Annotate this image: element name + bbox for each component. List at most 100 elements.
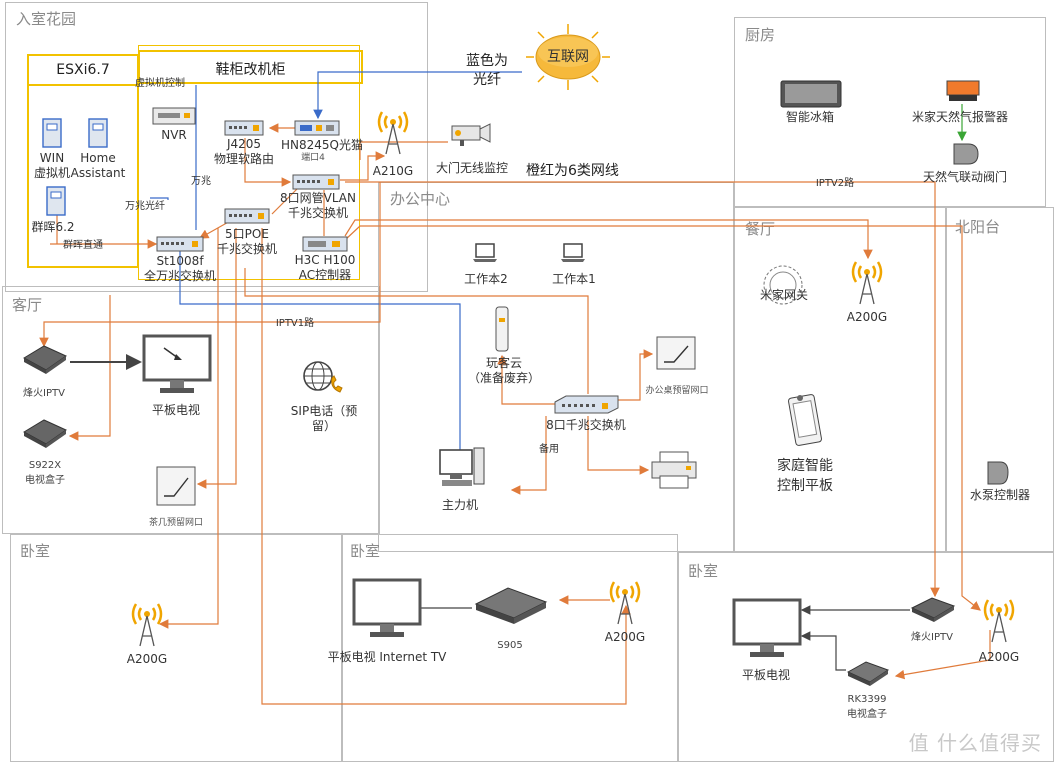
workstation2-label: 工作本2 xyxy=(464,272,508,286)
iptv-box-living-icon xyxy=(22,344,68,374)
workstation1-label: 工作本1 xyxy=(552,272,596,286)
a210g-label: A210G xyxy=(372,164,414,178)
bedroom-right-tv-label: 平板电视 xyxy=(741,668,790,682)
cat6-poe-bedroom-mid-ap xyxy=(261,228,631,705)
cabinet-title-box xyxy=(138,50,363,84)
cat6-note: 橙红为6类网线 xyxy=(526,163,619,179)
room-bedroom-mid-label: 卧室 xyxy=(350,542,381,560)
st1008f-icon xyxy=(156,236,204,252)
onu-icon xyxy=(294,120,340,136)
room-bedroom-right xyxy=(678,552,1054,762)
cat6-switch8-bedroom-right-ap xyxy=(344,225,981,611)
bedroom-right-ap-icon xyxy=(982,594,1016,644)
win-vm-icon xyxy=(42,118,62,148)
bedroom-mid-tv-label: 平板电视 Internet TV xyxy=(327,650,447,664)
s905-icon xyxy=(474,586,548,626)
door-camera-label: 大门无线监控 xyxy=(435,161,508,175)
internet-icon xyxy=(526,24,610,90)
workstation2-icon xyxy=(472,242,498,264)
camera-icon xyxy=(448,120,492,148)
main-pc-label: 主力机 xyxy=(441,498,478,512)
j4205-icon xyxy=(224,120,264,136)
win-vm-label: WIN 虚拟机 xyxy=(33,151,70,180)
living-tv-icon xyxy=(142,334,212,396)
cat6-office-switch xyxy=(244,268,589,394)
internet-cloud xyxy=(522,22,614,92)
cat6-switch8-poe xyxy=(271,187,299,215)
nvr-label: NVR xyxy=(161,128,187,142)
living-tv-label: 平板电视 xyxy=(151,403,200,417)
rk3399-icon xyxy=(846,660,890,686)
room-kitchen-label: 厨房 xyxy=(745,26,776,44)
fridge-label: 智能冰箱 xyxy=(785,110,834,124)
bedroom-mid-tv-icon xyxy=(352,578,422,640)
cat6-office-switch-backup xyxy=(510,416,547,495)
cabinet-box xyxy=(138,45,360,280)
bedroom-right-iptv-label: 烽火IPTV xyxy=(911,632,953,643)
room-bedroom-right-label: 卧室 xyxy=(688,562,719,580)
wankeyun-icon xyxy=(494,306,510,352)
sip-phone-icon xyxy=(302,360,344,394)
iptv2-label: IPTV2路 xyxy=(815,178,855,189)
room-north-balcony xyxy=(946,207,1054,552)
tablet-panel-icon xyxy=(786,392,826,448)
s905-label: S905 xyxy=(497,640,523,651)
sip-phone-label: SIP电话（预 留） xyxy=(290,404,358,433)
room-kitchen xyxy=(734,17,1046,207)
pump-controller-label: 水泵控制器 xyxy=(969,488,1030,502)
mi-gateway-icon xyxy=(762,264,804,306)
synology-icon xyxy=(46,186,66,216)
bedroom-right-tv-icon xyxy=(732,598,802,660)
bedroom-left-ap-icon xyxy=(130,598,164,648)
switch-8-vlan-label: 8口网管VLAN 千兆交换机 xyxy=(280,191,356,220)
ac-controller-label: H3C H100 AC控制器 xyxy=(294,253,356,282)
dining-ap-icon xyxy=(850,256,884,306)
j4205-label: J4205 物理软路由 xyxy=(213,137,274,166)
fridge-icon xyxy=(780,80,842,108)
cat6-iptv1 xyxy=(39,182,381,348)
room-garden-label: 入室花园 xyxy=(16,10,77,28)
room-north-balcony-label: 北阳台 xyxy=(955,218,1001,236)
cat6-s922x xyxy=(68,295,111,441)
hdmi-rk3399-tv xyxy=(800,631,846,671)
cat6-iptv2 xyxy=(345,181,940,598)
dining-ap-label: A200G xyxy=(846,310,888,324)
room-garden xyxy=(5,2,428,292)
printer-icon xyxy=(650,450,698,490)
poe-switch-label: 5口POE 千兆交换机 xyxy=(216,227,277,256)
bedroom-right-iptv-icon xyxy=(910,596,956,622)
synology-direct-label: 群晖直通 xyxy=(63,240,103,251)
room-living-label: 客厅 xyxy=(12,296,43,314)
cabinet-title: 鞋柜改机柜 xyxy=(215,62,286,78)
workstation1-icon xyxy=(560,242,586,264)
fiber-internet-onu xyxy=(313,71,522,120)
office-port-label: 办公桌预留网口 xyxy=(645,386,709,396)
cat6-j4205-switch8 xyxy=(244,138,292,187)
a210g-icon xyxy=(376,106,410,156)
wanzhao-label: 万兆 xyxy=(191,176,211,187)
mi-gateway-label: 米家网关 xyxy=(759,288,808,302)
ac-controller-icon xyxy=(302,236,348,252)
office-port-icon xyxy=(656,336,696,370)
switch-8-vlan-icon xyxy=(292,174,340,190)
bedroom-mid-ap-icon xyxy=(608,576,642,626)
gas-valve-icon xyxy=(952,140,980,168)
cat6-switch8-a210g xyxy=(340,151,386,181)
cat6-bedroom-right-rk3399 xyxy=(894,630,991,680)
coffee-port-icon xyxy=(156,466,196,506)
esxi-title: ESXi6.7 xyxy=(56,62,110,78)
poe-switch-icon xyxy=(224,208,270,224)
room-bedroom-left xyxy=(10,534,342,762)
cat6-door-camera xyxy=(359,141,448,160)
room-office-label: 办公中心 xyxy=(390,190,451,208)
bedroom-mid-ap-label: A200G xyxy=(604,630,646,644)
s922x-icon xyxy=(22,418,68,448)
cat6-office-switch-desk xyxy=(618,349,654,401)
internet-label: 互联网 xyxy=(547,49,589,65)
home-assistant-icon xyxy=(88,118,108,148)
room-dining-label: 餐厅 xyxy=(745,220,776,238)
wanzhao-fiber-label: 万兆光纤 xyxy=(125,201,165,212)
pump-controller-icon xyxy=(986,460,1010,486)
room-dining xyxy=(734,207,946,552)
